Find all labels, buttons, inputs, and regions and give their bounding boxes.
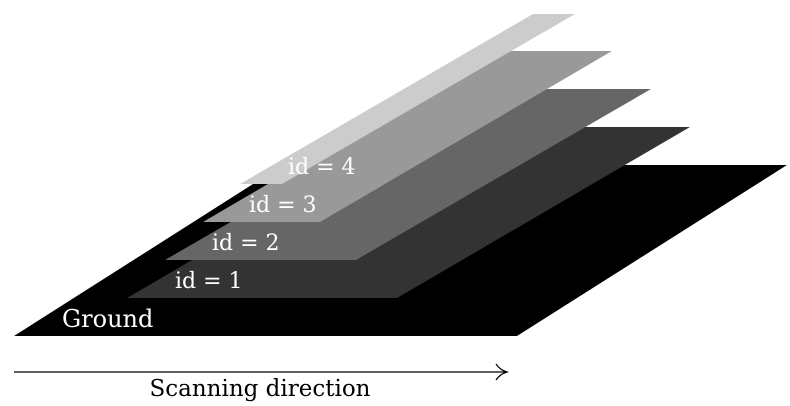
layer-plane-id-4 (240, 14, 575, 184)
layer-label-id-3: id = 3 (249, 193, 317, 218)
scanning-direction-arrow-head (495, 363, 510, 381)
layer-label-id-4: id = 4 (288, 155, 356, 180)
layer-label-id-2: id = 2 (212, 231, 280, 256)
layer-plane-id-3 (203, 51, 612, 222)
scanning-direction-label: Scanning direction (149, 376, 370, 402)
layer-label-id-1: id = 1 (175, 269, 243, 294)
ground-label: Ground (62, 305, 153, 333)
